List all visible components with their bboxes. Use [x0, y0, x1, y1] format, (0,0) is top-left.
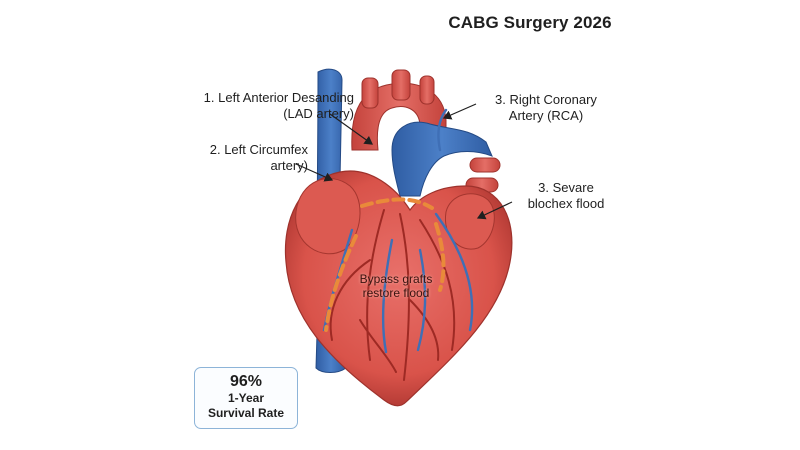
aorta-branch: [419, 75, 435, 105]
survival-rate-card: 96% 1-Year Survival Rate: [194, 367, 298, 429]
label-line: blochex flood: [527, 196, 605, 211]
diagram-title: CABG Surgery 2026: [448, 13, 612, 32]
label-line: 2. Left Circumfex: [209, 142, 308, 157]
label-line: 3. Right Coronary: [495, 92, 597, 107]
label-right-coronary: 3. Right Coronary Artery (RCA): [468, 92, 624, 124]
survival-rate-value: 96%: [229, 373, 263, 390]
label-line: 3. Sevare: [538, 180, 594, 195]
label-severe-blockage: 3. Sevare blochex flood: [510, 180, 622, 212]
bypass-grafts: [324, 197, 446, 332]
label-line: (LAD artery): [283, 106, 354, 121]
aorta-branch: [391, 69, 411, 101]
label-arrows: [295, 103, 513, 220]
label-line: 1-Year: [227, 391, 265, 405]
aorta-branch: [361, 77, 379, 109]
label-line: Survival Rate: [207, 406, 285, 420]
label-bypass-grafts: Bypass grafts restore flood: [340, 272, 452, 300]
pulmonary-vein: [469, 157, 501, 173]
survival-rate-label: 1-Year Survival Rate: [195, 391, 297, 421]
label-left-circumflex: 2. Left Circumfex artery): [196, 142, 308, 174]
label-line: Bypass grafts: [359, 272, 433, 286]
right-atrium: [295, 178, 361, 255]
pulmonary-artery: [391, 121, 493, 197]
coronary-arteries: [329, 209, 456, 381]
label-line: restore flood: [362, 286, 430, 300]
label-line: 1. Left Anterior Desanding: [203, 90, 354, 105]
label-line: Artery (RCA): [508, 108, 584, 123]
label-lad-artery: 1. Left Anterior Desanding (LAD artery): [196, 90, 354, 122]
label-line: artery): [270, 158, 308, 173]
